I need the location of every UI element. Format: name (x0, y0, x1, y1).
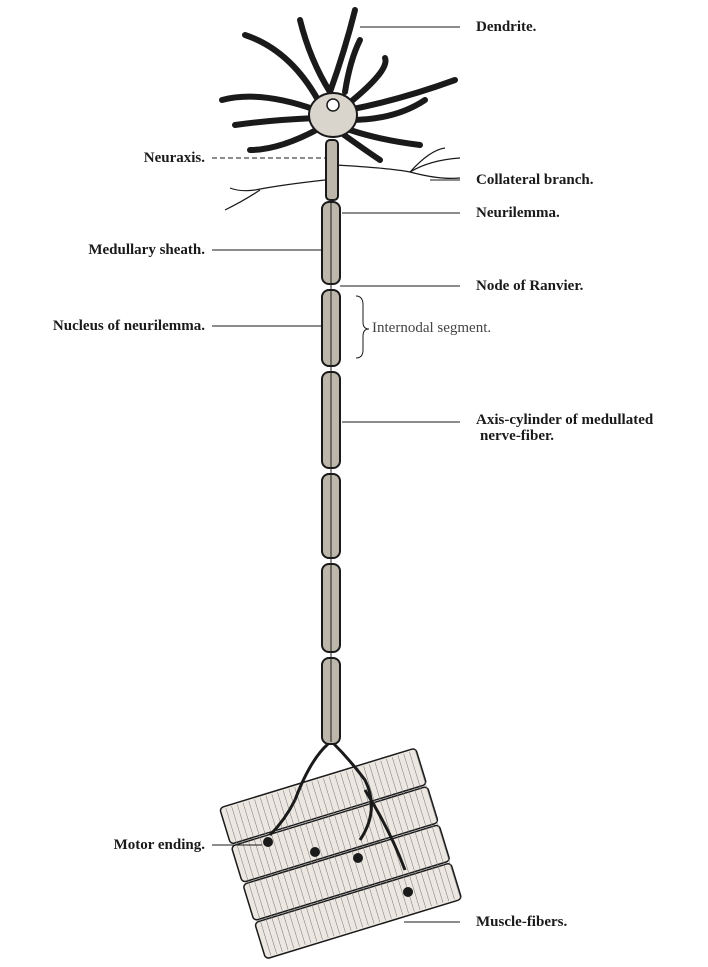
label-internodal-segment: Internodal segment. (372, 320, 491, 336)
label-axis-cylinder-line1: Axis-cylinder of medullated (476, 412, 653, 428)
muscle-fibers (220, 748, 462, 959)
label-nucleus-of-neurilemma: Nucleus of neurilemma. (4, 318, 205, 334)
label-motor-ending: Motor ending. (40, 837, 205, 853)
dendrites (222, 10, 455, 160)
label-neurilemma: Neurilemma. (476, 205, 560, 221)
label-axis-cylinder-line2: nerve-fiber. (476, 428, 653, 444)
collateral-branches (225, 148, 460, 210)
label-dendrite: Dendrite. (476, 19, 536, 35)
label-axis-cylinder: Axis-cylinder of medullated nerve-fiber. (476, 412, 653, 444)
cell-nucleus (327, 99, 339, 111)
internodal-brace (356, 296, 369, 358)
label-collateral-branch: Collateral branch. (476, 172, 594, 188)
label-neuraxis: Neuraxis. (40, 150, 205, 166)
label-node-of-ranvier: Node of Ranvier. (476, 278, 583, 294)
label-medullary-sheath: Medullary sheath. (20, 242, 205, 258)
label-muscle-fibers: Muscle-fibers. (476, 914, 567, 930)
